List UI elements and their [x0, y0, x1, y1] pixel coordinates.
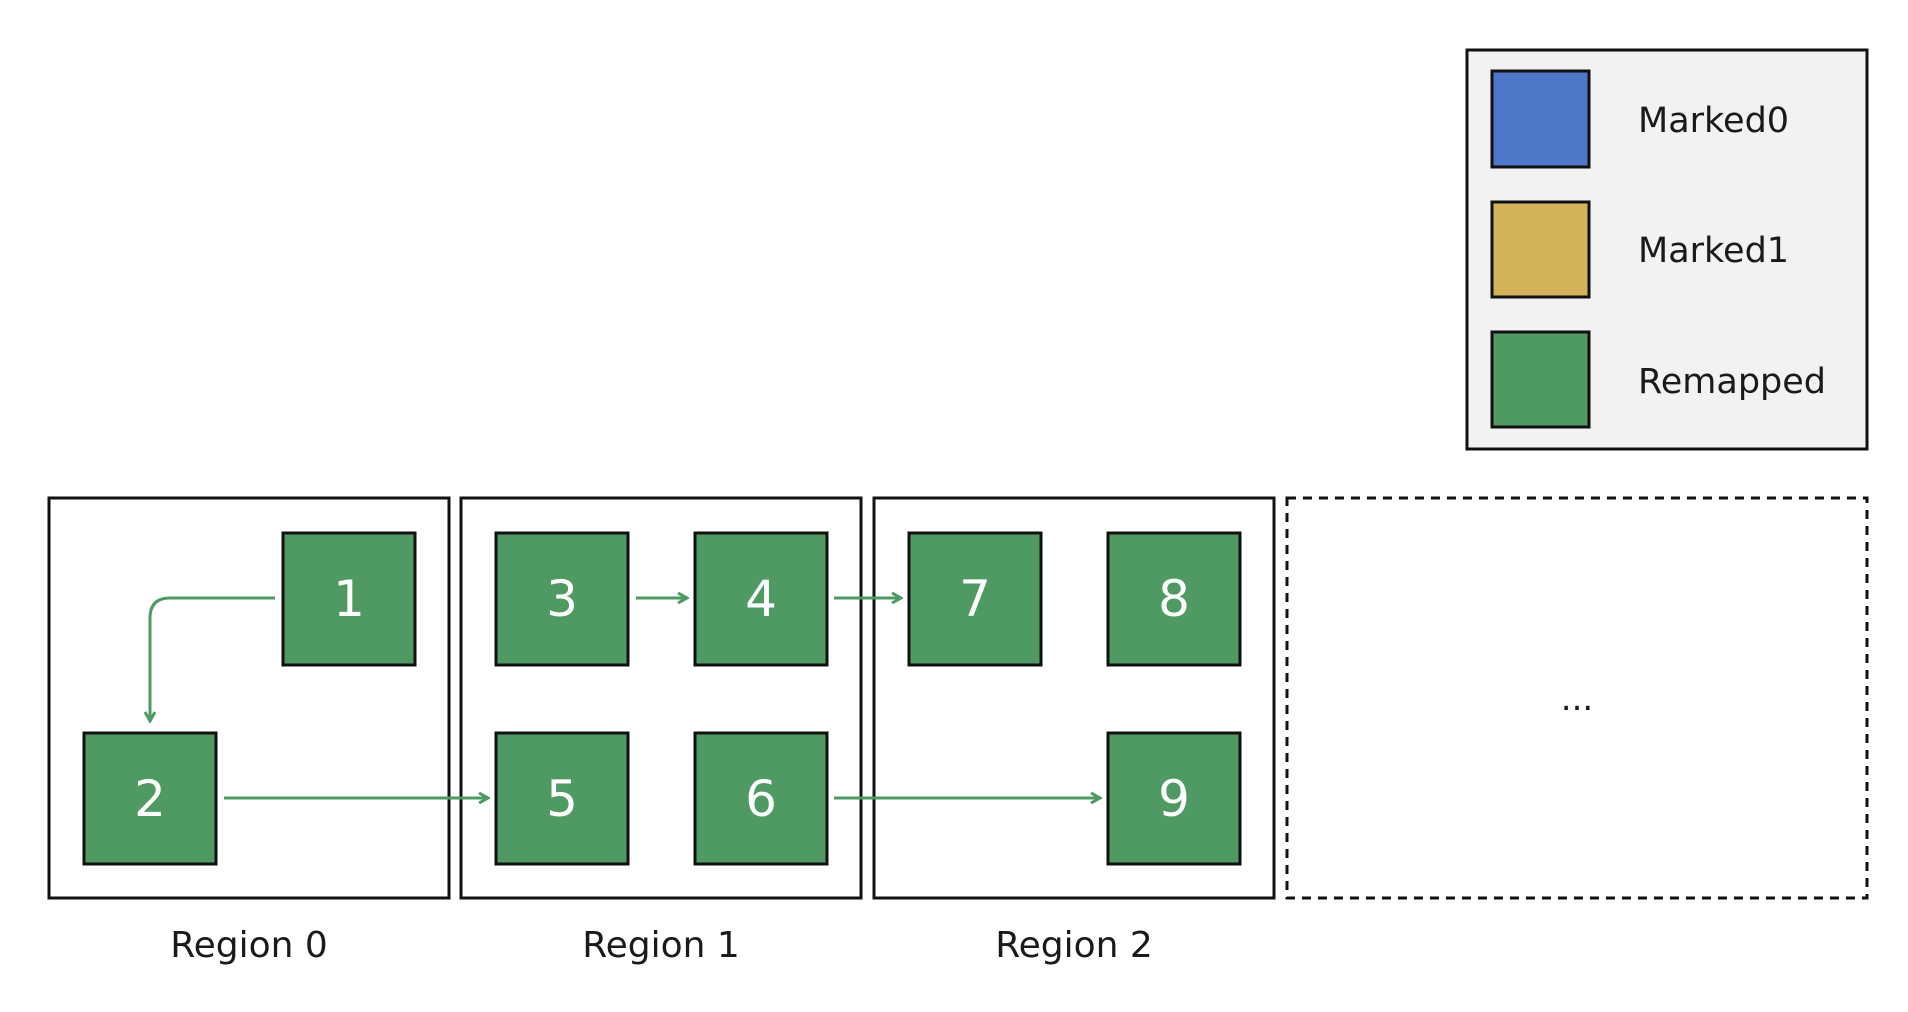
legend-label-marked1: Marked1 [1638, 231, 1789, 271]
box-7-label: 7 [959, 570, 991, 628]
box-3-rect [494, 531, 630, 667]
box-4-label: 4 [745, 570, 777, 628]
arrows [150, 598, 1100, 798]
placeholder-ellipsis: ... [1561, 679, 1593, 719]
region-0-label: Region 0 [170, 925, 328, 966]
box-3: 3 [494, 531, 630, 667]
legend-swatch-remapped [1490, 330, 1591, 429]
region-placeholder-frame [1285, 496, 1869, 900]
legend-swatch-marked1 [1490, 200, 1591, 299]
box-7-rect [907, 531, 1043, 667]
box-4-rect [693, 531, 829, 667]
legend-label-marked0: Marked0 [1638, 101, 1789, 141]
box-4: 4 [693, 531, 829, 667]
arrow-1-to-2 [150, 596, 275, 721]
box-2-label: 2 [134, 770, 166, 828]
legend-swatch-marked0 [1490, 69, 1591, 169]
box-3-label: 3 [546, 570, 578, 628]
region-2-label: Region 2 [995, 925, 1153, 966]
box-2-rect [82, 731, 218, 866]
box-8: 8 [1106, 531, 1242, 667]
box-9: 9 [1106, 731, 1242, 866]
box-5: 5 [494, 731, 630, 866]
legend-label-remapped: Remapped [1638, 362, 1826, 402]
box-6-label: 6 [745, 770, 777, 828]
legend: Marked0 Marked1 Remapped [1465, 48, 1869, 451]
box-7: 7 [907, 531, 1043, 667]
box-1-label: 1 [333, 570, 365, 628]
region-1-label: Region 1 [582, 925, 740, 966]
box-5-rect [494, 731, 630, 866]
box-1: 1 [281, 531, 417, 667]
box-2: 2 [82, 731, 218, 866]
box-6: 6 [693, 731, 829, 866]
box-6-rect [693, 731, 829, 866]
box-1-rect [281, 531, 417, 667]
box-8-rect [1106, 531, 1242, 667]
box-9-rect [1106, 731, 1242, 866]
box-8-label: 8 [1158, 570, 1190, 628]
region-2-frame [872, 496, 1276, 900]
box-9-label: 9 [1158, 770, 1190, 828]
region-0-frame [47, 496, 451, 900]
region-1-frame [459, 496, 863, 900]
box-5-label: 5 [546, 770, 578, 828]
